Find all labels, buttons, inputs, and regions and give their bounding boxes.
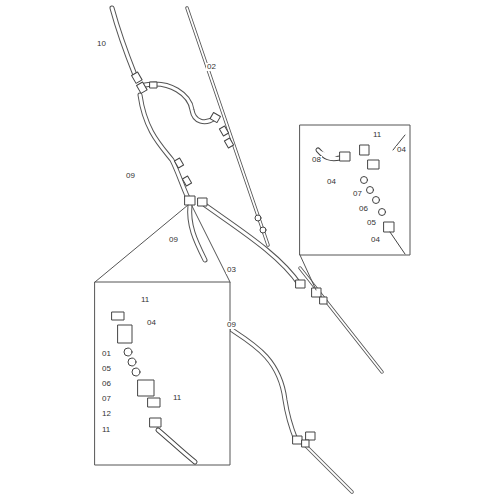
callout-number: 03 — [226, 266, 237, 274]
callout-number: 09 — [226, 321, 237, 329]
callout-number: 07 — [101, 395, 112, 403]
callout-number: 02 — [206, 63, 217, 71]
callout-number: 07 — [352, 190, 363, 198]
callout-number: 11 — [172, 394, 182, 402]
callout-number: 04 — [146, 319, 157, 327]
callout-number: 12 — [101, 410, 112, 418]
callout-number: 10 — [96, 40, 107, 48]
callout-number: 09 — [125, 172, 136, 180]
callout-number: 11 — [372, 131, 382, 139]
callout-number: 01 — [101, 350, 112, 358]
callout-number: 11 — [140, 296, 150, 304]
callout-number: 05 — [101, 365, 112, 373]
callout-number: 04 — [396, 146, 407, 154]
callout-number: 04 — [370, 236, 381, 244]
callout-number: 08 — [311, 156, 322, 164]
callout-number: 06 — [101, 380, 112, 388]
callout-number: 09 — [168, 236, 179, 244]
callout-number: 04 — [326, 178, 337, 186]
callout-number: 11 — [101, 426, 111, 434]
callout-number: 05 — [366, 219, 377, 227]
callout-number: 06 — [358, 205, 369, 213]
